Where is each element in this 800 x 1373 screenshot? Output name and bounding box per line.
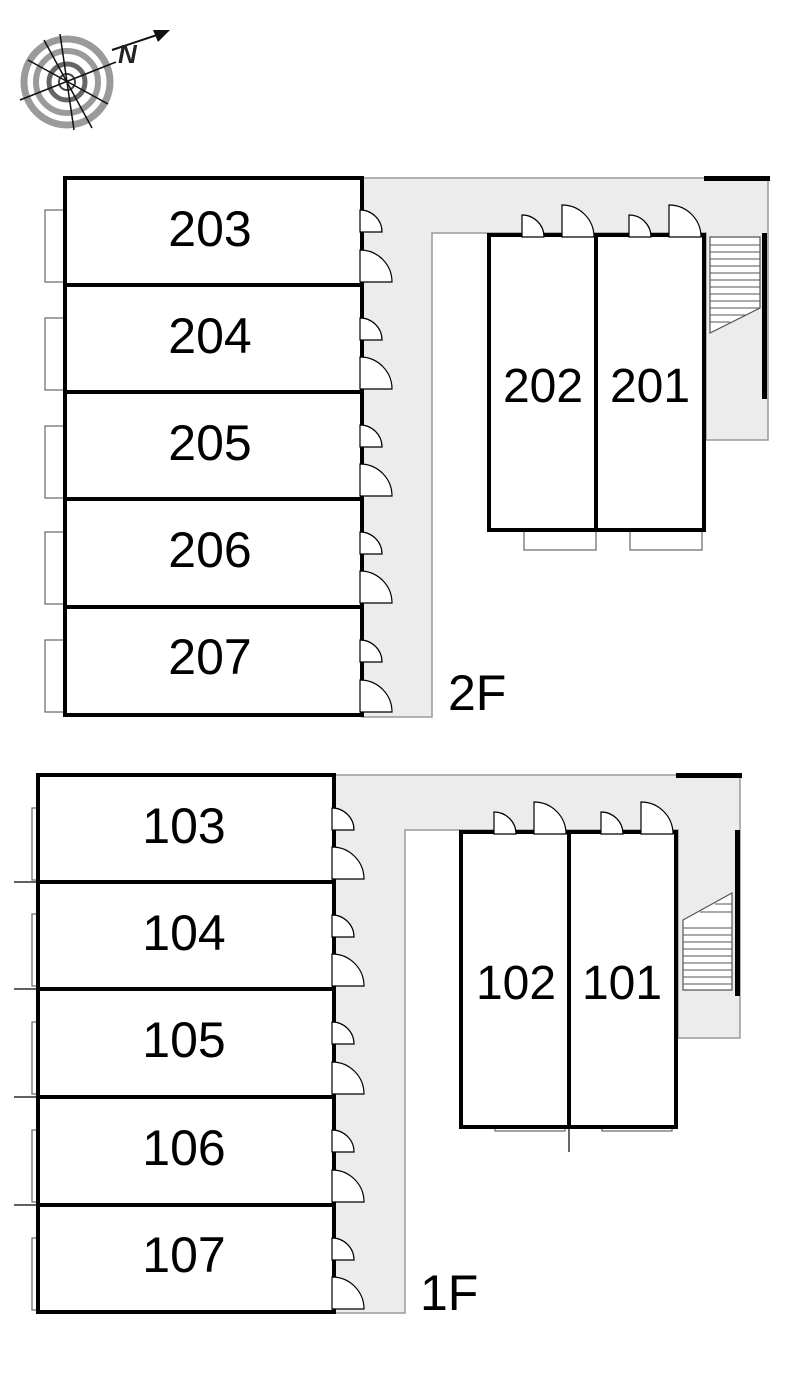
- door-icon: [331, 1129, 355, 1153]
- unit-number: 107: [142, 1227, 225, 1283]
- door-icon: [359, 531, 383, 555]
- wall-segment: [676, 773, 742, 778]
- unit-number: 206: [168, 522, 251, 578]
- unit-number: 104: [142, 905, 225, 961]
- unit-203[interactable]: 203: [44, 176, 393, 287]
- balcony: [44, 209, 66, 283]
- unit-103[interactable]: 103: [31, 773, 365, 884]
- unit-206[interactable]: 206: [44, 497, 393, 609]
- unit-205[interactable]: 205: [44, 390, 393, 501]
- unit-number: 103: [142, 798, 225, 854]
- door-icon: [331, 953, 365, 987]
- door-icon: [331, 846, 365, 880]
- door-icon: [331, 1276, 365, 1310]
- wall-segment: [762, 233, 767, 399]
- staircase-1f: [682, 891, 733, 991]
- unit-number: 205: [168, 415, 251, 471]
- door-icon: [493, 811, 517, 835]
- unit-number: 101: [582, 957, 662, 1010]
- unit-204[interactable]: 204: [44, 283, 393, 394]
- door-icon: [359, 424, 383, 448]
- door-icon: [359, 209, 383, 233]
- unit-202[interactable]: 202: [487, 204, 598, 551]
- wall-segment: [735, 830, 740, 996]
- door-icon: [640, 801, 674, 835]
- unit-number: 201: [610, 360, 690, 413]
- door-icon: [331, 1169, 365, 1203]
- unit-104[interactable]: 104: [14, 880, 365, 991]
- floor-label-1f: 1F: [420, 1265, 478, 1321]
- unit-107[interactable]: 107: [14, 1203, 365, 1314]
- unit-number: 106: [142, 1120, 225, 1176]
- door-icon: [533, 801, 567, 835]
- door-icon: [359, 317, 383, 341]
- unit-201[interactable]: 201: [594, 204, 706, 551]
- door-icon: [331, 1021, 355, 1045]
- balcony: [523, 529, 597, 551]
- unit-number: 202: [503, 360, 583, 413]
- balcony: [629, 529, 703, 551]
- balcony: [44, 531, 66, 605]
- floor-1f: 103 104 105 106: [14, 773, 742, 1321]
- door-icon: [359, 249, 393, 283]
- balcony: [44, 317, 66, 391]
- door-icon: [359, 463, 393, 497]
- door-icon: [628, 214, 652, 238]
- unit-number: 102: [476, 957, 556, 1010]
- door-icon: [359, 570, 393, 604]
- compass-north-letter: N: [118, 39, 138, 69]
- unit-106[interactable]: 106: [14, 1095, 365, 1207]
- unit-207[interactable]: 207: [44, 605, 393, 717]
- door-icon: [331, 1237, 355, 1261]
- compass-rose-icon: N: [19, 30, 170, 131]
- floor-label-2f: 2F: [448, 665, 506, 721]
- door-icon: [668, 204, 702, 238]
- door-icon: [521, 214, 545, 238]
- unit-number: 207: [168, 629, 251, 685]
- unit-105[interactable]: 105: [14, 987, 365, 1099]
- door-icon: [331, 914, 355, 938]
- unit-102[interactable]: 102: [459, 801, 571, 1132]
- wall-segment: [704, 176, 770, 181]
- door-icon: [359, 679, 393, 713]
- unit-number: 203: [168, 201, 251, 257]
- door-icon: [331, 1061, 365, 1095]
- door-icon: [359, 356, 393, 390]
- unit-101[interactable]: 101: [567, 801, 678, 1152]
- unit-number: 204: [168, 308, 251, 364]
- door-icon: [331, 807, 355, 831]
- door-icon: [359, 639, 383, 663]
- door-icon: [600, 811, 624, 835]
- unit-number: 105: [142, 1012, 225, 1068]
- staircase-2f: [709, 236, 761, 334]
- balcony: [44, 425, 66, 499]
- door-icon: [561, 204, 595, 238]
- floor-2f: 203 204 205 206 207: [44, 176, 770, 721]
- balcony: [44, 639, 66, 713]
